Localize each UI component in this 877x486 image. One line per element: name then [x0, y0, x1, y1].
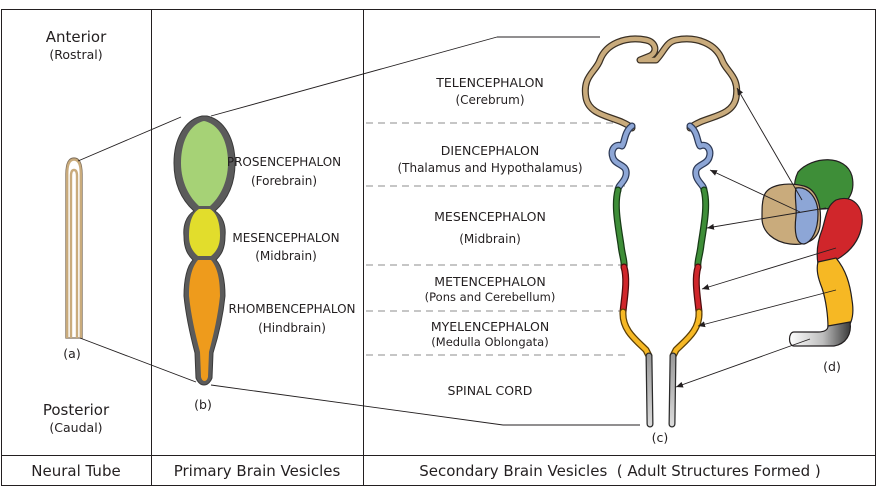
- mesencephalon-vesicle: [189, 209, 220, 256]
- footer-neural-tube: Neural Tube: [31, 462, 120, 480]
- telencephalon-wall: [585, 39, 736, 128]
- mesencephalon-wall: [616, 190, 705, 267]
- secondary-sub-myelencephalon: (Medulla Oblongata): [431, 335, 548, 349]
- primary-sub-rhombencephalon: (Hindbrain): [258, 321, 326, 335]
- panel-label-a: (a): [63, 346, 80, 361]
- footer-secondary-vesicles: Secondary Brain Vesicles ( Adult Structu…: [419, 462, 821, 480]
- adult-myelencephalon: [817, 258, 853, 328]
- secondary-sub-diencephalon: (Thalamus and Hypothalamus): [397, 161, 582, 175]
- secondary-sub-telencephalon: (Cerebrum): [455, 93, 524, 107]
- primary-label-rhombencephalon: RHOMBENCEPHALON: [228, 302, 355, 316]
- rostral-label: (Rostral): [49, 47, 102, 62]
- primary-sub-prosencephalon: (Forebrain): [251, 174, 317, 188]
- adult-spinal-cord: [790, 322, 851, 346]
- secondary-label-metencephalon: METENCEPHALON: [434, 274, 545, 289]
- neural-tube: [66, 158, 82, 338]
- anterior-label: Anterior: [46, 28, 107, 46]
- panel-label-b: (b): [194, 397, 212, 412]
- diencephalon-wall: [612, 126, 710, 190]
- caudal-label: (Caudal): [49, 420, 102, 435]
- secondary-label-spinal-cord: SPINAL CORD: [448, 383, 533, 398]
- secondary-label-telencephalon: TELENCEPHALON: [435, 75, 544, 90]
- primary-label-prosencephalon: PROSENCEPHALON: [227, 155, 341, 169]
- spinal-cord-wall: [649, 356, 673, 424]
- primary-label-mesencephalon: MESENCEPHALON: [232, 231, 339, 245]
- primary-sub-mesencephalon: (Midbrain): [255, 249, 317, 263]
- primary-vesicles: [174, 116, 235, 385]
- secondary-label-mesencephalon: MESENCEPHALON: [434, 209, 546, 224]
- panel-label-c: (c): [652, 430, 669, 445]
- secondary-label-myelencephalon: MYELENCEPHALON: [431, 319, 549, 334]
- panel-label-d: (d): [823, 359, 841, 374]
- posterior-label: Posterior: [43, 401, 110, 419]
- rhombencephalon-vesicle: [189, 260, 220, 381]
- secondary-sub-mesencephalon: (Midbrain): [459, 232, 521, 246]
- secondary-sub-metencephalon: (Pons and Cerebellum): [425, 290, 556, 304]
- secondary-vesicles: [585, 39, 736, 424]
- adult-brain: [762, 160, 862, 346]
- secondary-label-diencephalon: DIENCEPHALON: [441, 143, 539, 158]
- footer-primary-vesicles: Primary Brain Vesicles: [174, 462, 341, 480]
- metencephalon-wall: [623, 267, 699, 312]
- myelencephalon-wall: [623, 312, 699, 356]
